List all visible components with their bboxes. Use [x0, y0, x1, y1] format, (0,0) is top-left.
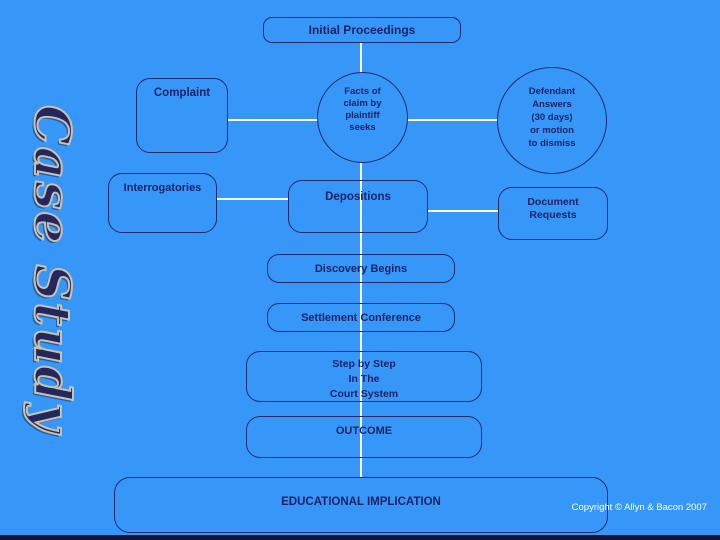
node-label: Step by Step In The Court System [329, 358, 399, 400]
node-label: Document Requests [527, 196, 579, 221]
connector-main-vertical [360, 162, 362, 477]
connector-facts-to-defendant [407, 119, 498, 121]
node-label: Interrogatories [123, 182, 202, 194]
node-initial-proceedings: Initial Proceedings [263, 17, 461, 43]
node-step-by-step-court-system: Step by Step In The Court System [246, 351, 482, 402]
node-label: Complaint [153, 87, 211, 99]
node-complaint: Complaint [136, 78, 228, 153]
connector-interrogatories-to-depositions [217, 198, 289, 200]
connector-title-to-facts [360, 43, 362, 73]
node-educational-implication: EDUCATIONAL IMPLICATION [114, 477, 608, 533]
node-label: OUTCOME [335, 425, 393, 437]
node-label: Initial Proceedings [308, 23, 416, 37]
node-outcome: OUTCOME [246, 416, 482, 458]
node-settlement-conference: Settlement Conference [267, 303, 455, 332]
node-label: Discovery Begins [314, 263, 408, 275]
node-label: EDUCATIONAL IMPLICATION [281, 496, 441, 508]
node-depositions: Depositions [288, 180, 428, 233]
node-label: Depositions [325, 191, 391, 203]
copyright-notice: Copyright © Allyn & Bacon 2007 [571, 502, 707, 513]
node-document-requests: Document Requests [498, 187, 608, 240]
connector-complaint-to-facts [228, 119, 318, 121]
slide-bottom-edge [0, 535, 720, 540]
node-label: Defendant Answers (30 days) or motion to… [528, 86, 576, 149]
node-interrogatories: Interrogatories [108, 173, 217, 233]
node-label: Facts of claim by plaintiff seeks [343, 86, 382, 133]
node-defendant-answers: Defendant Answers (30 days) or motion to… [497, 67, 607, 174]
connector-depositions-to-document-requests [427, 210, 498, 212]
node-discovery-begins: Discovery Begins [267, 254, 455, 283]
case-study-wordart: Case Study [22, 104, 83, 435]
node-label: Settlement Conference [301, 312, 421, 324]
node-facts-of-claim: Facts of claim by plaintiff seeks [317, 72, 408, 163]
